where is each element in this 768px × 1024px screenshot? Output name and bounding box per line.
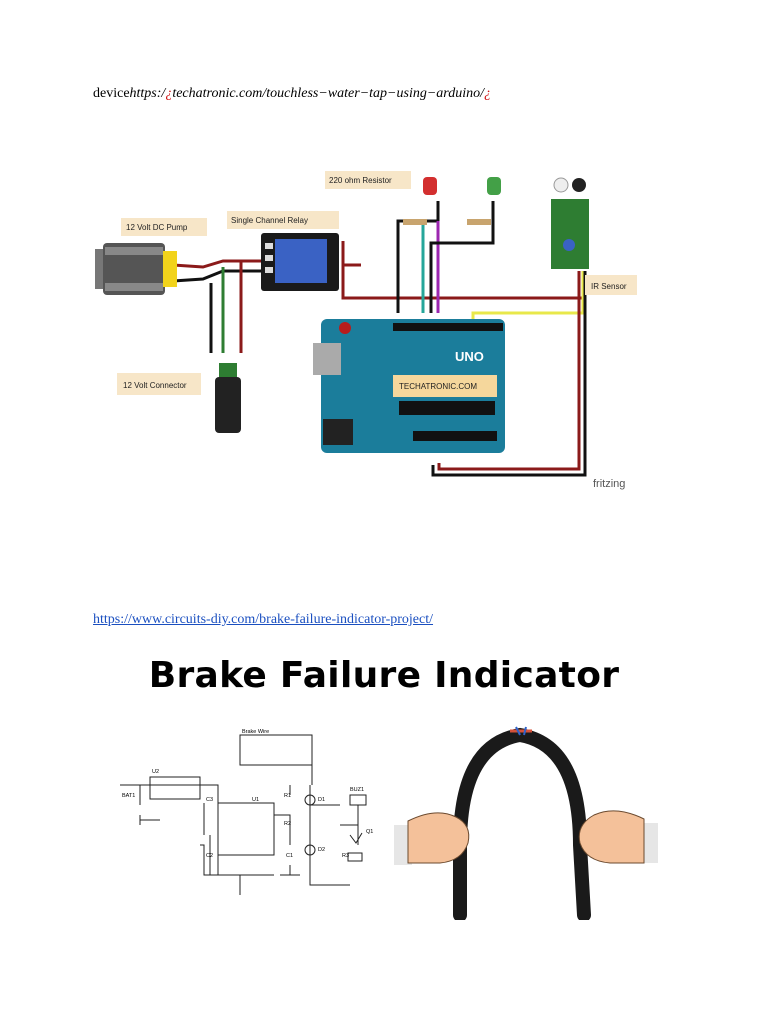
u2-label: U2 — [152, 769, 159, 775]
d1-label: D1 — [318, 797, 325, 803]
fritzing-watermark: fritzing — [593, 478, 625, 490]
circuits-diy-link[interactable]: https://www.circuits-diy.com/brake-failu… — [93, 612, 434, 627]
resistor-label: 220 ohm Resistor — [329, 176, 392, 185]
brake-failure-figure: Brake Failure Indicator Brake Wire U2 BA… — [100, 655, 668, 920]
ir-sensor-label: IR Sensor — [591, 282, 627, 291]
bat-label: BAT1 — [122, 793, 135, 799]
r2-label: R2 — [284, 821, 291, 827]
arduino-board-text: TECHATRONIC.COM — [399, 382, 477, 391]
line1-inverted-question-2: ¿ — [483, 86, 491, 101]
c1-label: C1 — [286, 853, 293, 859]
c3-label: C3 — [206, 797, 213, 803]
line1-prefix: device — [93, 86, 130, 101]
r1-label: R1 — [284, 793, 291, 799]
left-hand-icon — [394, 812, 470, 865]
d2-label: D2 — [318, 847, 325, 853]
line1-url-start: https:/ — [129, 86, 166, 101]
r3-label: R3 — [342, 853, 349, 859]
right-hand-icon — [578, 810, 658, 864]
line1-url-rest: techatronic.com/touchless−water−tap−usin… — [172, 86, 484, 101]
touchless-tap-circuit-figure: 12 Volt DC Pump Single Channel Relay 220… — [95, 171, 637, 490]
schematic-and-illustration: Brake Wire U2 BAT1 U1 R1 R2 R3 C1 C2 C3 … — [120, 726, 658, 920]
u1-label: U1 — [252, 797, 259, 803]
relay-label: Single Channel Relay — [231, 216, 308, 225]
q1-label: Q1 — [366, 829, 373, 835]
c2-label: C2 — [206, 853, 213, 859]
pump-label: 12 Volt DC Pump — [126, 223, 188, 232]
source-line-1: devicehttps:/¿techatronic.com/touchless−… — [93, 86, 491, 102]
buzzer-label: BUZ1 — [350, 787, 364, 793]
connector-label: 12 Volt Connector — [123, 381, 187, 390]
brake-wire-label: Brake Wire — [242, 729, 269, 735]
uno-label: UNO — [455, 349, 484, 364]
figure-title: Brake Failure Indicator — [148, 655, 620, 696]
line1-inverted-question-1: ¿ — [165, 86, 173, 101]
